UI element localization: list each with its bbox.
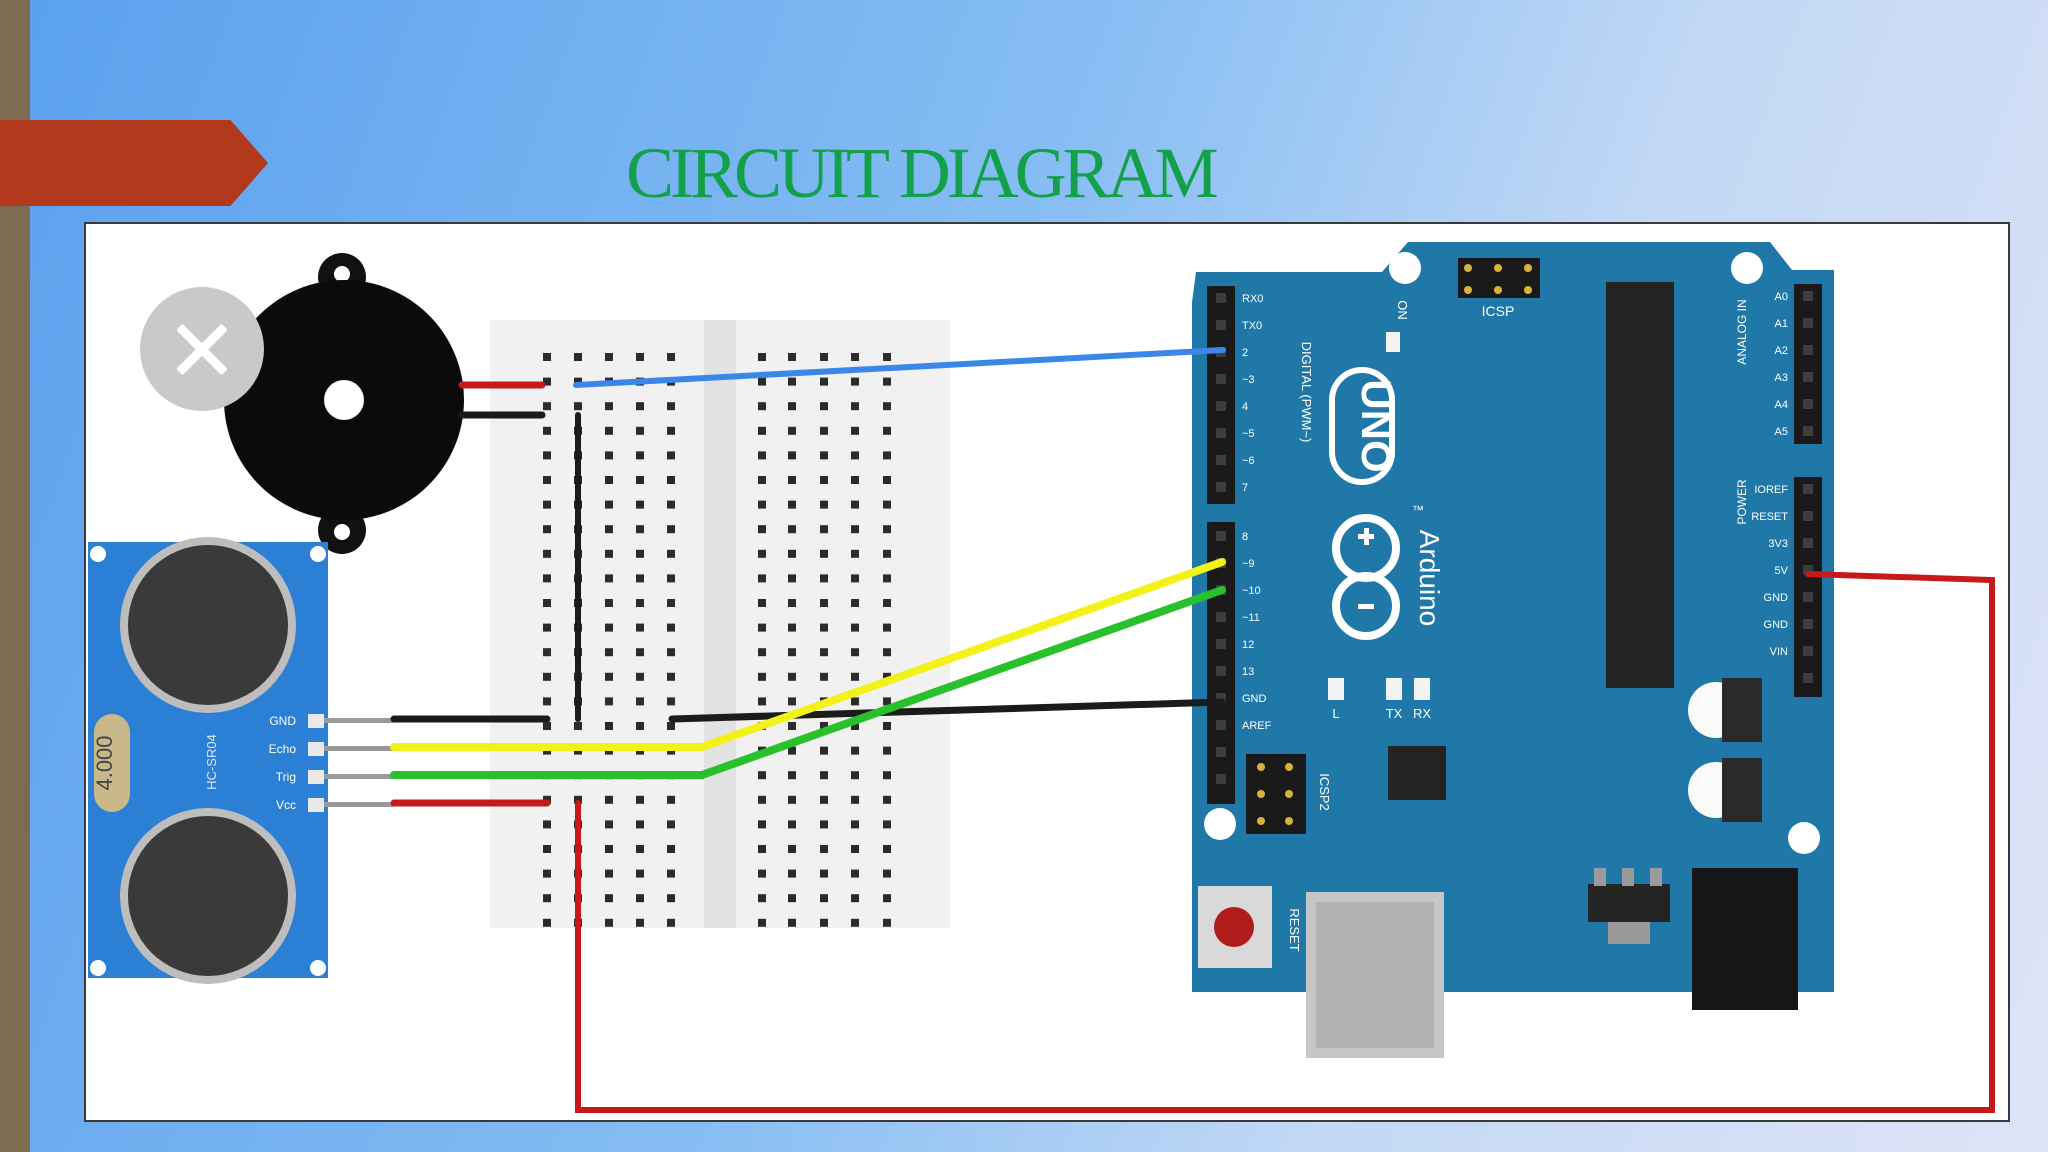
- header-pin-label: 3V3: [1768, 538, 1788, 550]
- piezo-buzzer: [224, 253, 464, 554]
- header-pin-label: GND: [1764, 592, 1789, 604]
- header-pin-label: A1: [1775, 318, 1788, 330]
- sensor-crystal-label: 4.000: [92, 735, 117, 790]
- header-pin-label: VIN: [1770, 646, 1788, 658]
- trademark-label: ™: [1412, 503, 1424, 517]
- header-pin-label: GND: [1242, 693, 1267, 705]
- header-pin-label: ~11: [1242, 612, 1260, 624]
- header-pin-label: 13: [1242, 666, 1254, 678]
- sensor-pin-label: Echo: [269, 742, 297, 756]
- header-pin-label: A4: [1775, 399, 1788, 411]
- digital-header-label: DIGITAL (PWM~): [1299, 342, 1314, 443]
- header-pin-label: AREF: [1242, 720, 1272, 732]
- header-pin-label: RESET: [1751, 511, 1788, 523]
- header-pin-label: 4: [1242, 401, 1248, 413]
- wire-trig-to-pin10: [390, 586, 1226, 779]
- header-pin-label: GND: [1764, 619, 1789, 631]
- on-label: ON: [1395, 300, 1410, 320]
- icsp2-label: ICSP2: [1317, 773, 1332, 811]
- sensor-pin-label: Trig: [276, 770, 296, 784]
- wire-gnd-to-arduino: [390, 698, 1226, 723]
- rx-led-label: RX: [1413, 706, 1431, 721]
- header-pin-labels: RX0TX02~34~5~678~9~10~111213GNDAREFA0A1A…: [1242, 291, 1789, 732]
- header-pin-label: IOREF: [1754, 484, 1788, 496]
- slide-accent-arrow: [0, 120, 268, 206]
- header-pin-label: A5: [1775, 426, 1788, 438]
- wire-echo-to-pin9: [390, 558, 1226, 751]
- l-led-label: L: [1332, 706, 1339, 721]
- header-pin-label: ~10: [1242, 585, 1261, 597]
- header-pin-label: A0: [1775, 291, 1788, 303]
- slide-title: CIRCUIT DIAGRAM: [626, 133, 1219, 213]
- arduino-brand-label: Arduino: [1414, 530, 1445, 627]
- sensor-pin-label: GND: [269, 714, 296, 728]
- header-pin-label: 7: [1242, 482, 1248, 494]
- reset-label: RESET: [1287, 908, 1302, 951]
- sensor-model-label: HC-SR04: [204, 734, 219, 790]
- header-pin-label: RX0: [1242, 293, 1263, 305]
- header-pin-label: ~6: [1242, 455, 1255, 467]
- uno-logo: UNO Arduino ™: [1329, 367, 1445, 640]
- analog-header-label: ANALOG IN: [1735, 299, 1749, 364]
- power-header-label: POWER: [1735, 479, 1749, 525]
- breadboard: [490, 320, 950, 928]
- circuit-diagram-frame: 4.000 HC-SR04 GND Echo Trig Vcc ICSP: [84, 222, 2010, 1122]
- wire-buzzer-to-pin2: [573, 347, 1226, 388]
- arduino-uno-board: ICSP DIGITAL (PWM~) ANALOG IN POWER ON U…: [1192, 242, 1834, 1058]
- wire-5v-loop: [575, 571, 1995, 1113]
- header-pin-label: TX0: [1242, 320, 1262, 332]
- header-pin-label: 8: [1242, 531, 1248, 543]
- uno-label: UNO: [1353, 379, 1400, 472]
- ultrasonic-sensor: 4.000 HC-SR04 GND Echo Trig Vcc: [88, 537, 394, 984]
- tx-led-label: TX: [1386, 706, 1403, 721]
- header-pin-label: ~5: [1242, 428, 1255, 440]
- header-pin-label: ~3: [1242, 374, 1255, 386]
- header-pin-label: 12: [1242, 639, 1254, 651]
- close-button[interactable]: [140, 287, 264, 411]
- header-pin-label: 5V: [1775, 565, 1789, 577]
- icsp-label: ICSP: [1482, 303, 1515, 319]
- header-pin-label: A3: [1775, 372, 1788, 384]
- sensor-pin-label: Vcc: [276, 798, 296, 812]
- header-pin-label: A2: [1775, 345, 1788, 357]
- wires: [390, 347, 1995, 1113]
- circuit-diagram: 4.000 HC-SR04 GND Echo Trig Vcc ICSP: [88, 242, 1995, 1113]
- header-pin-label: ~9: [1242, 558, 1255, 570]
- header-pin-label: 2: [1242, 347, 1248, 359]
